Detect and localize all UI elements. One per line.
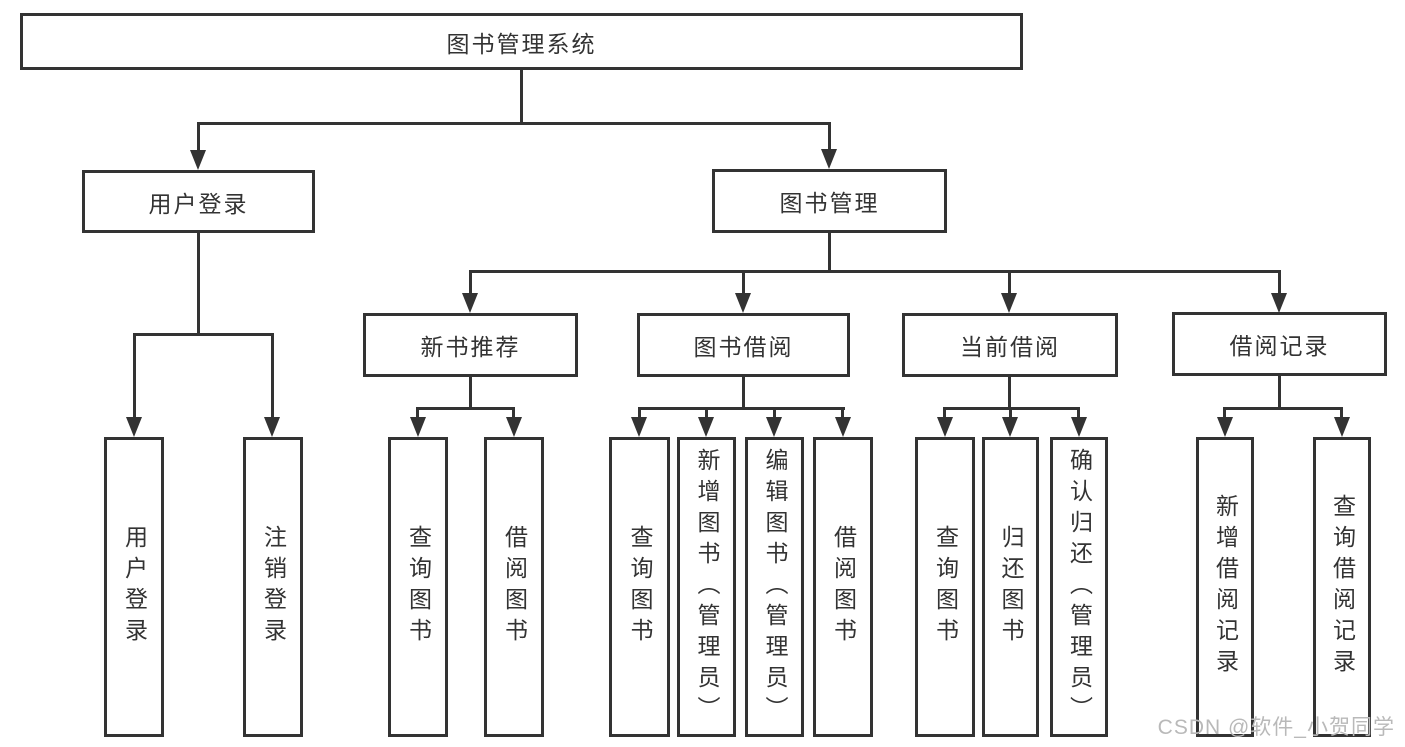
arrow-down-icon bbox=[821, 149, 837, 169]
line-stub bbox=[469, 270, 472, 295]
arrow-down-icon bbox=[937, 417, 953, 437]
leaf-logout: 注销登录 bbox=[243, 437, 303, 737]
leaf-return-book: 归还图书 bbox=[982, 437, 1039, 737]
leaf-label: 归还图书 bbox=[998, 525, 1024, 649]
line-stub-book-management bbox=[828, 122, 831, 151]
leaf-query-books-1: 查询图书 bbox=[388, 437, 448, 737]
leaf-label: 查询借阅记录 bbox=[1329, 494, 1356, 680]
leaf-label: 借阅图书 bbox=[501, 525, 528, 649]
leaf-label: 确认归还（管理员） bbox=[1066, 447, 1093, 727]
arrow-down-icon bbox=[698, 417, 714, 437]
line-stub bbox=[943, 407, 946, 419]
node-current-borrowing: 当前借阅 bbox=[902, 313, 1118, 377]
node-label: 当前借阅 bbox=[960, 334, 1060, 360]
line-drop bbox=[197, 233, 200, 336]
leaf-borrow-books-2: 借阅图书 bbox=[813, 437, 873, 737]
arrow-down-icon bbox=[631, 417, 647, 437]
line-drop bbox=[1008, 377, 1011, 410]
node-book-borrowing: 图书借阅 bbox=[637, 313, 850, 377]
leaf-label: 查询图书 bbox=[627, 525, 653, 649]
line-root-split bbox=[197, 122, 830, 125]
line-stub bbox=[742, 270, 745, 295]
line-stub bbox=[638, 407, 641, 419]
line-stub bbox=[705, 407, 708, 419]
line-split bbox=[133, 333, 274, 336]
line-stub bbox=[271, 333, 274, 419]
arrow-down-icon bbox=[506, 417, 522, 437]
arrow-down-icon bbox=[1001, 293, 1017, 313]
line-root-drop bbox=[520, 69, 523, 125]
arrow-down-icon bbox=[1071, 417, 1087, 437]
arrow-down-icon bbox=[735, 293, 751, 313]
arrow-down-icon bbox=[462, 293, 478, 313]
node-borrow-records: 借阅记录 bbox=[1172, 312, 1387, 376]
arrow-down-icon bbox=[1002, 417, 1018, 437]
leaf-query-books-3: 查询图书 bbox=[915, 437, 975, 737]
leaf-confirm-return-admin: 确认归还（管理员） bbox=[1050, 437, 1108, 737]
line-stub bbox=[1278, 270, 1281, 295]
node-new-book-recommend: 新书推荐 bbox=[363, 313, 578, 377]
line-stub-user-login bbox=[197, 122, 200, 152]
leaf-query-borrow-record: 查询借阅记录 bbox=[1313, 437, 1371, 737]
leaf-label: 查询图书 bbox=[405, 525, 432, 649]
line-drop bbox=[469, 377, 472, 410]
node-label: 图书管理 bbox=[779, 190, 880, 216]
arrow-down-icon bbox=[126, 417, 142, 437]
line-split bbox=[416, 407, 515, 410]
line-stub bbox=[133, 333, 136, 419]
node-label: 用户登录 bbox=[148, 190, 249, 217]
line-stub bbox=[1009, 407, 1012, 419]
leaf-label: 编辑图书（管理员） bbox=[762, 447, 788, 727]
leaf-label: 新增图书（管理员） bbox=[694, 447, 720, 727]
node-label: 图书管理系统 bbox=[446, 30, 597, 57]
arrow-down-icon bbox=[766, 417, 782, 437]
line-stub bbox=[841, 407, 844, 419]
arrow-down-icon bbox=[1217, 417, 1233, 437]
line-drop bbox=[1278, 376, 1281, 410]
line-stub bbox=[773, 407, 776, 419]
line-stub bbox=[1077, 407, 1080, 419]
node-label: 图书借阅 bbox=[693, 334, 794, 360]
leaf-label: 借阅图书 bbox=[830, 525, 857, 649]
leaf-user-login: 用户登录 bbox=[104, 437, 164, 737]
line-stub bbox=[1340, 407, 1343, 419]
arrow-down-icon bbox=[190, 150, 206, 170]
arrow-down-icon bbox=[264, 417, 280, 437]
line-stub bbox=[1008, 270, 1011, 295]
line-drop bbox=[742, 377, 745, 410]
line-stub bbox=[1223, 407, 1226, 419]
leaf-borrow-books-1: 借阅图书 bbox=[484, 437, 544, 737]
leaf-label: 注销登录 bbox=[260, 525, 287, 649]
leaf-edit-book-admin: 编辑图书（管理员） bbox=[745, 437, 804, 737]
leaf-label: 新增借阅记录 bbox=[1212, 494, 1239, 680]
arrow-down-icon bbox=[1334, 417, 1350, 437]
arrow-down-icon bbox=[835, 417, 851, 437]
node-label: 借阅记录 bbox=[1229, 333, 1330, 359]
line-stub bbox=[416, 407, 419, 419]
leaf-query-books-2: 查询图书 bbox=[609, 437, 670, 737]
line-split bbox=[1223, 407, 1343, 410]
leaf-label: 用户登录 bbox=[121, 525, 148, 649]
leaf-add-book-admin: 新增图书（管理员） bbox=[677, 437, 736, 737]
node-book-management: 图书管理 bbox=[712, 169, 947, 233]
leaf-add-borrow-record: 新增借阅记录 bbox=[1196, 437, 1254, 737]
line-stub bbox=[512, 407, 515, 419]
node-user-login: 用户登录 bbox=[82, 170, 315, 233]
node-label: 新书推荐 bbox=[420, 334, 521, 360]
line-split bbox=[469, 270, 1281, 273]
watermark: CSDN @软件_小贺同学 bbox=[1157, 716, 1395, 739]
line-drop bbox=[828, 233, 831, 273]
arrow-down-icon bbox=[1271, 293, 1287, 313]
node-library-management-system: 图书管理系统 bbox=[20, 13, 1023, 70]
line-split bbox=[638, 407, 845, 410]
leaf-label: 查询图书 bbox=[932, 525, 959, 649]
arrow-down-icon bbox=[410, 417, 426, 437]
